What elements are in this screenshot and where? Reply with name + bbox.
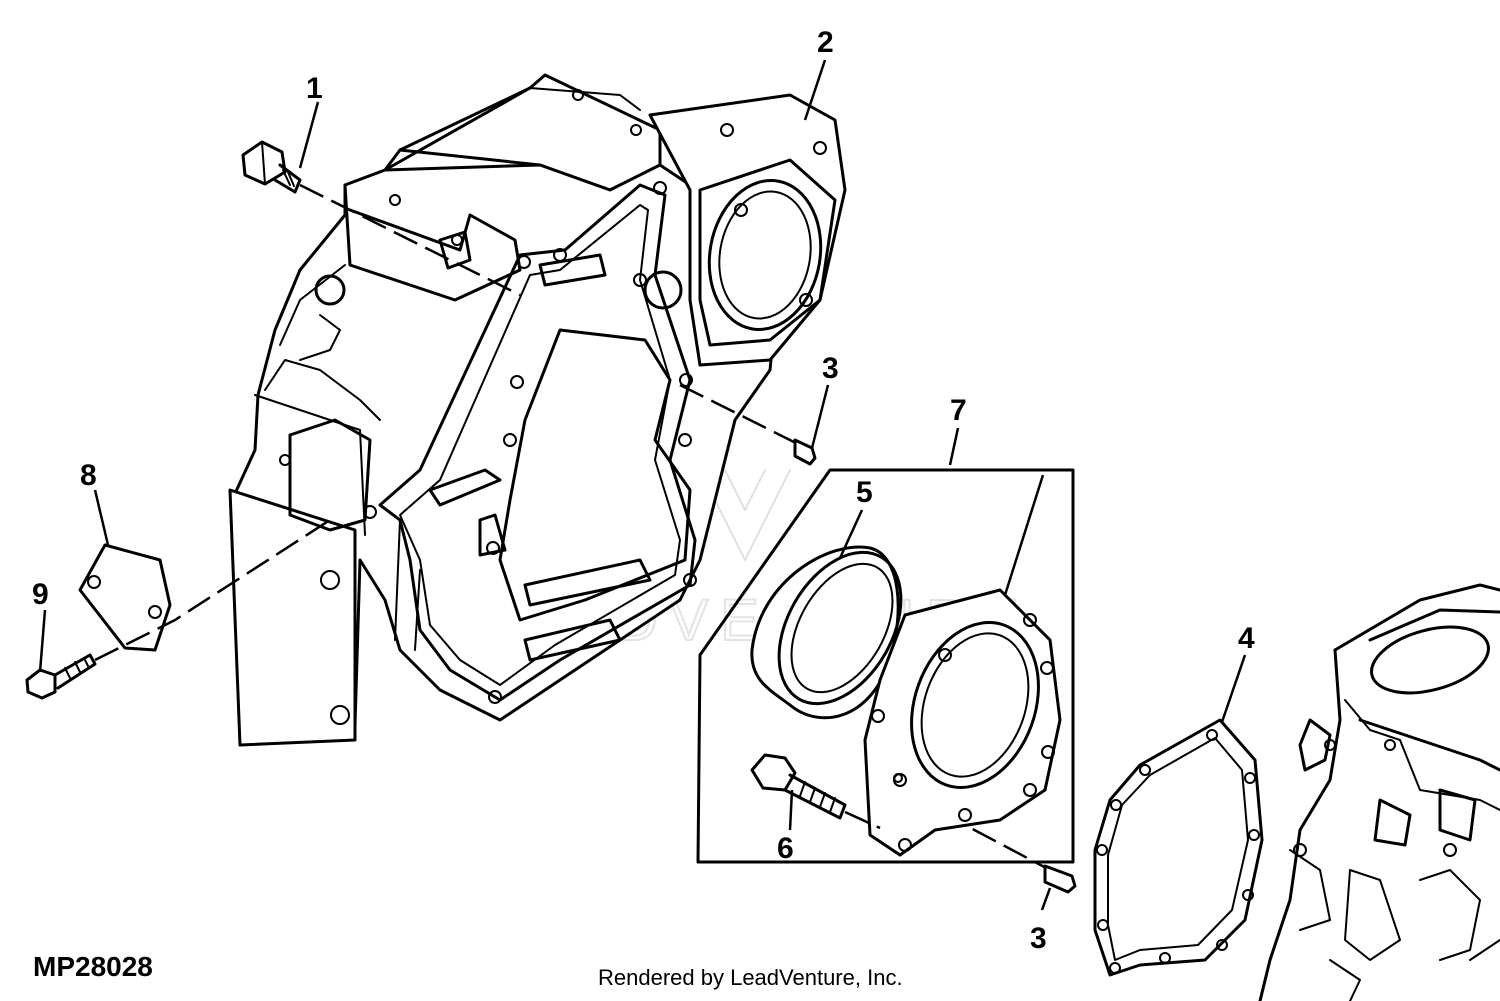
callout-5: 5 [856, 476, 873, 509]
engine-block [1258, 583, 1500, 1001]
callout-8: 8 [80, 459, 97, 492]
part-3-dowel-pin-upper [679, 383, 817, 466]
callout-4: 4 [1238, 622, 1255, 655]
flywheel-housing [228, 73, 847, 747]
part-8-cover-plate [78, 543, 172, 652]
part-6-bolt [750, 753, 881, 830]
part-7-seal-kit-box [696, 468, 1075, 864]
callout-1: 1 [306, 72, 323, 105]
part-4-gasket [1093, 718, 1264, 977]
leader-lines [38, 59, 1247, 911]
part-9-bolt [25, 518, 331, 700]
seal-housing [863, 588, 1062, 857]
callout-labels: 1 2 3 3 4 5 6 7 8 9 [32, 26, 1255, 955]
callout-3-upper: 3 [822, 352, 839, 385]
figure-id: MP28028 [33, 951, 153, 982]
callout-2: 2 [817, 26, 834, 59]
part-3-dowel-pin-lower [879, 778, 1077, 894]
callout-3-lower: 3 [1030, 922, 1047, 955]
part-1-bolt [241, 140, 521, 297]
render-credit: Rendered by LeadVenture, Inc. [598, 965, 903, 990]
housing-bolt-holes [320, 89, 697, 725]
part-5-oil-seal [750, 545, 903, 720]
callout-9: 9 [32, 578, 49, 611]
callout-6: 6 [777, 832, 794, 865]
callout-7: 7 [950, 394, 967, 427]
